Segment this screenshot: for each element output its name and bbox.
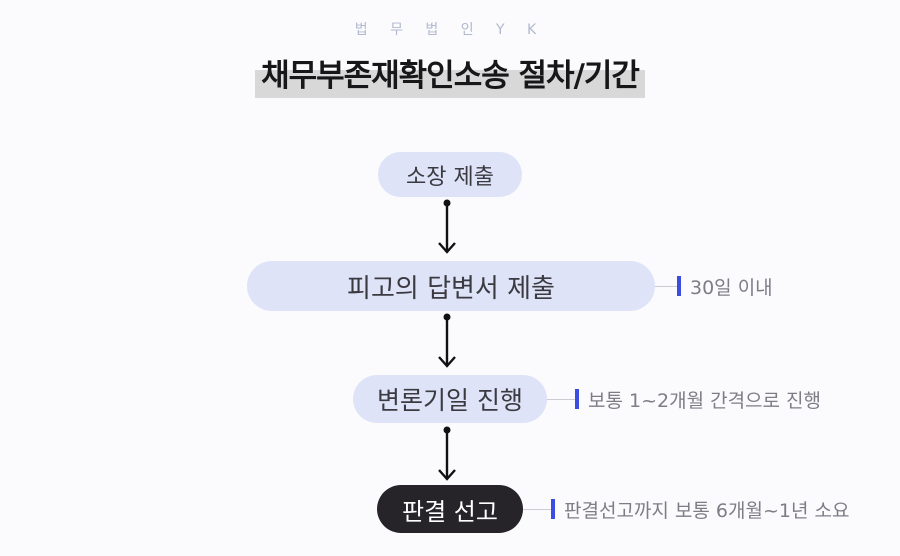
flow-step-complaint-filing: 소장 제출 [378,152,522,197]
annotation-30-days: 30일 이내 [655,275,773,299]
arrow-down-icon [438,199,456,254]
flow-step-judgment: 판결 선고 [377,485,523,533]
annotation-accent-bar [575,389,579,409]
flow-step-label: 소장 제출 [406,164,494,190]
page-title-text: 채무부존재확인소송 절차/기간 [255,50,645,98]
connector-line [655,285,677,287]
annotation-judgment-duration: 판결선고까지 보통 6개월~1년 소요 [523,498,850,522]
annotation-hearing-interval: 보통 1~2개월 간격으로 진행 [547,388,822,412]
annotation-text: 30일 이내 [690,276,773,299]
page-title: 채무부존재확인소송 절차/기간 [0,50,900,98]
annotation-text: 보통 1~2개월 간격으로 진행 [588,389,822,412]
connector-line [523,508,551,510]
arrow-down-icon [438,426,456,481]
flow-step-defendant-answer: 피고의 답변서 제출 [247,261,655,311]
annotation-accent-bar [551,499,555,519]
flow-step-label: 변론기일 진행 [377,386,523,415]
connector-line [547,398,575,400]
brand-label: 법 무 법 인 Y K [354,22,546,38]
flow-step-label: 판결 선고 [402,497,498,526]
annotation-accent-bar [677,276,681,296]
flow-step-label: 피고의 답변서 제출 [347,273,555,304]
arrow-down-icon [438,313,456,368]
flow-step-hearing-dates: 변론기일 진행 [353,375,547,423]
annotation-text: 판결선고까지 보통 6개월~1년 소요 [564,499,850,522]
